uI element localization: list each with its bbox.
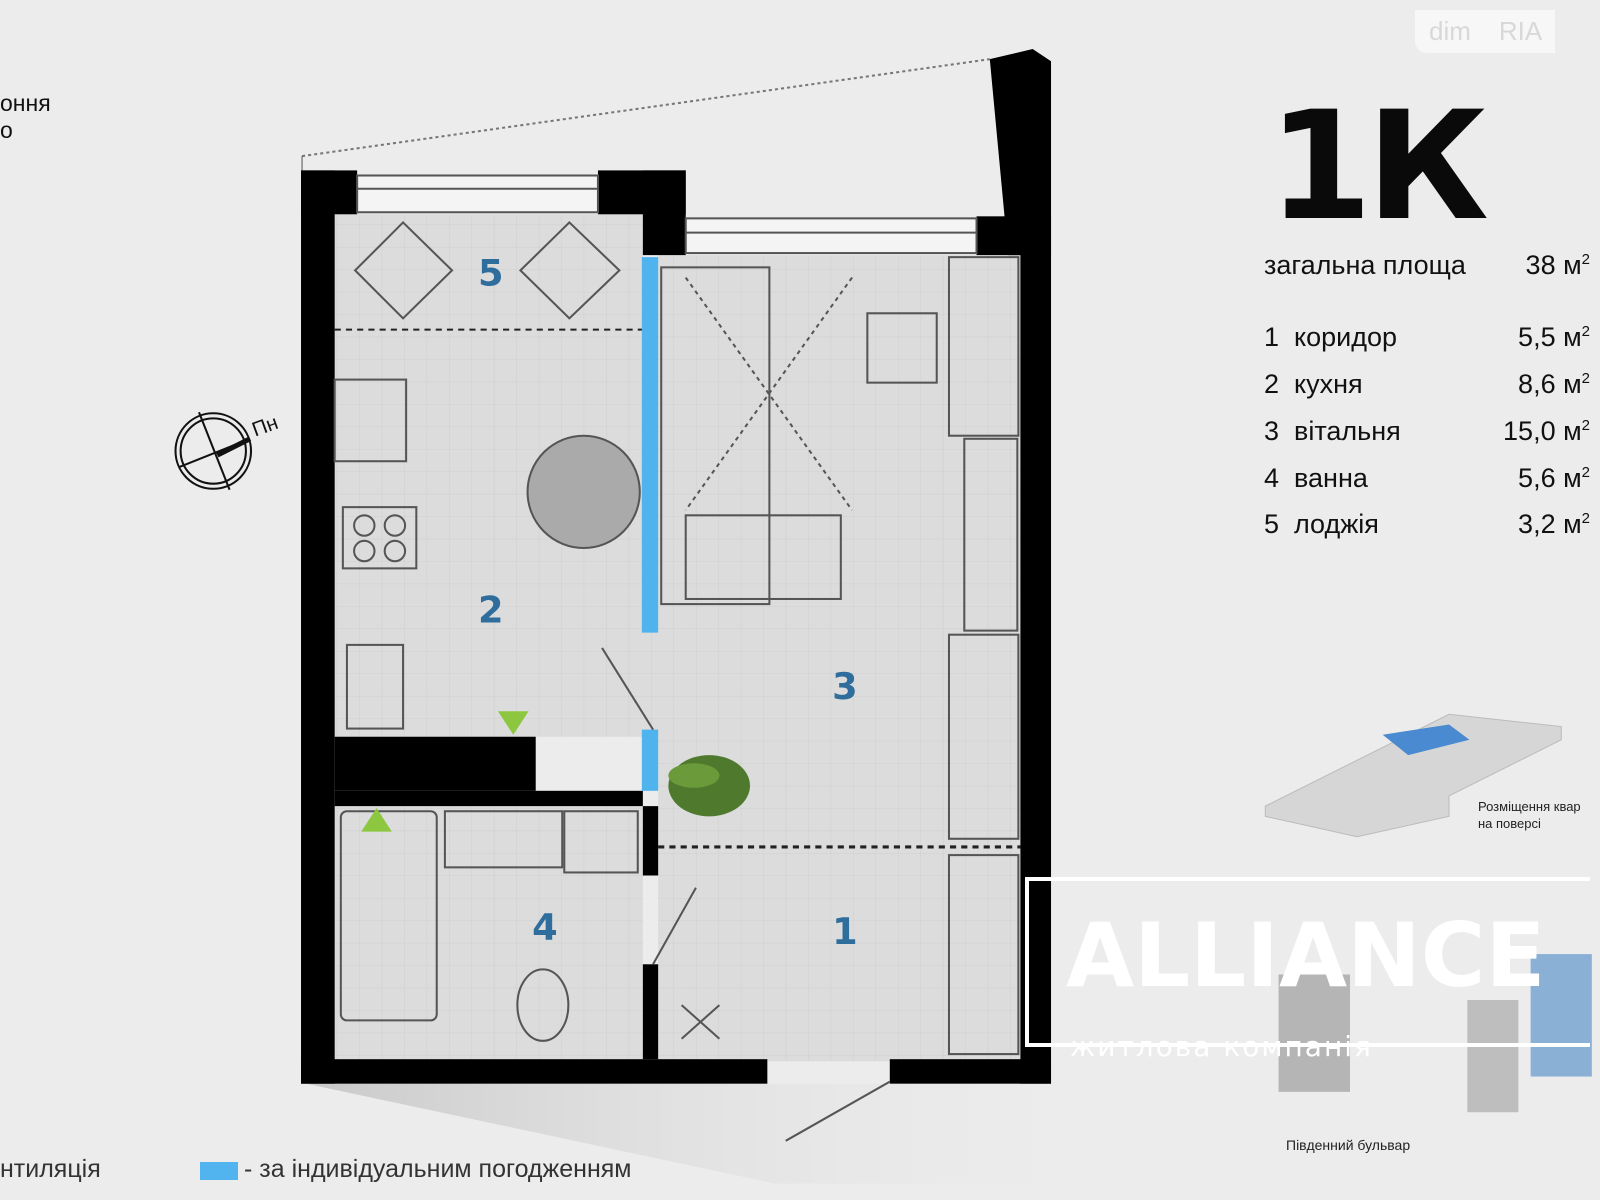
total-area-value: 38 м2 (1526, 250, 1590, 281)
room-name: кухня (1294, 369, 1363, 399)
room-area: 5,6 м2 (1518, 463, 1590, 493)
wall-shadow (306, 61, 1143, 1184)
floor-location-caption: Розміщення квар на поверсі (1478, 798, 1581, 832)
room-number: 4 (1264, 463, 1280, 493)
room-row: 5 лоджія 3,2 м2 (1264, 509, 1590, 540)
room-label-1: 1 (832, 910, 858, 953)
room-label-2: 2 (478, 588, 504, 631)
watermark-ria: RIA (1498, 16, 1543, 46)
room-row: 3 вітальня 15,0 м2 (1264, 416, 1590, 447)
boundary-line (301, 58, 990, 158)
brand-frame (1025, 877, 1590, 1047)
room-row: 1 коридор 5,5 м2 (1264, 322, 1590, 353)
windows (356, 174, 978, 255)
plant-icon (668, 755, 750, 817)
brand-logo: ALLIANCE (1066, 904, 1546, 1007)
room-number: 2 (1264, 369, 1280, 399)
room-area: 15,0 м2 (1503, 416, 1590, 446)
floor-location-line: Розміщення квар (1478, 799, 1581, 814)
room-area: 5,5 м2 (1518, 322, 1590, 352)
room-area: 3,2 м2 (1518, 509, 1590, 539)
room-row: 4 ванна 5,6 м2 (1264, 463, 1590, 494)
watermark-logo: dim RIA (1415, 10, 1555, 53)
legend-blue-swatch (200, 1162, 238, 1180)
compass-icon (174, 411, 253, 491)
legend-ventilation: нтиляція (0, 1155, 101, 1183)
watermark-dim: dim (1429, 16, 1471, 46)
floor-location-line: на поверсі (1478, 816, 1541, 831)
floor-location-diagram (1264, 713, 1562, 838)
room-label-4: 4 (532, 906, 558, 949)
apartment-type-title: 1К (1268, 80, 1489, 254)
room-row: 2 кухня 8,6 м2 (1264, 369, 1590, 400)
room-number: 3 (1264, 416, 1280, 446)
total-area-row: загальна площа 38 м2 (1264, 250, 1590, 281)
ventilation-marker (361, 808, 392, 832)
room-name: лоджія (1294, 509, 1379, 539)
furniture (333, 221, 1020, 1142)
legend-individual: - за індивідуальним погодженням (244, 1155, 632, 1183)
total-area-label: загальна площа (1264, 250, 1466, 280)
partition-individual (641, 257, 659, 633)
partial-caption-line: о (0, 117, 13, 143)
room-label-5: 5 (478, 252, 504, 295)
compass-label: Пн (249, 412, 281, 442)
room-area: 8,6 м2 (1518, 369, 1590, 399)
ventilation-marker (497, 711, 529, 735)
building-icons (1278, 954, 1592, 1113)
street-label: Південний бульвар (1286, 1137, 1411, 1153)
unit-superscript: 2 (1581, 251, 1590, 268)
room-label-3: 3 (832, 665, 858, 708)
room-name: вітальня (1294, 416, 1401, 446)
room-name: ванна (1294, 463, 1368, 493)
room-number: 5 (1264, 509, 1280, 539)
room-name: коридор (1294, 322, 1398, 352)
partial-caption-line: оння (0, 90, 51, 116)
brand-tagline: житлова компанія (1070, 1030, 1373, 1063)
room-number: 1 (1264, 322, 1280, 352)
total-area-number: 38 м (1525, 250, 1582, 280)
